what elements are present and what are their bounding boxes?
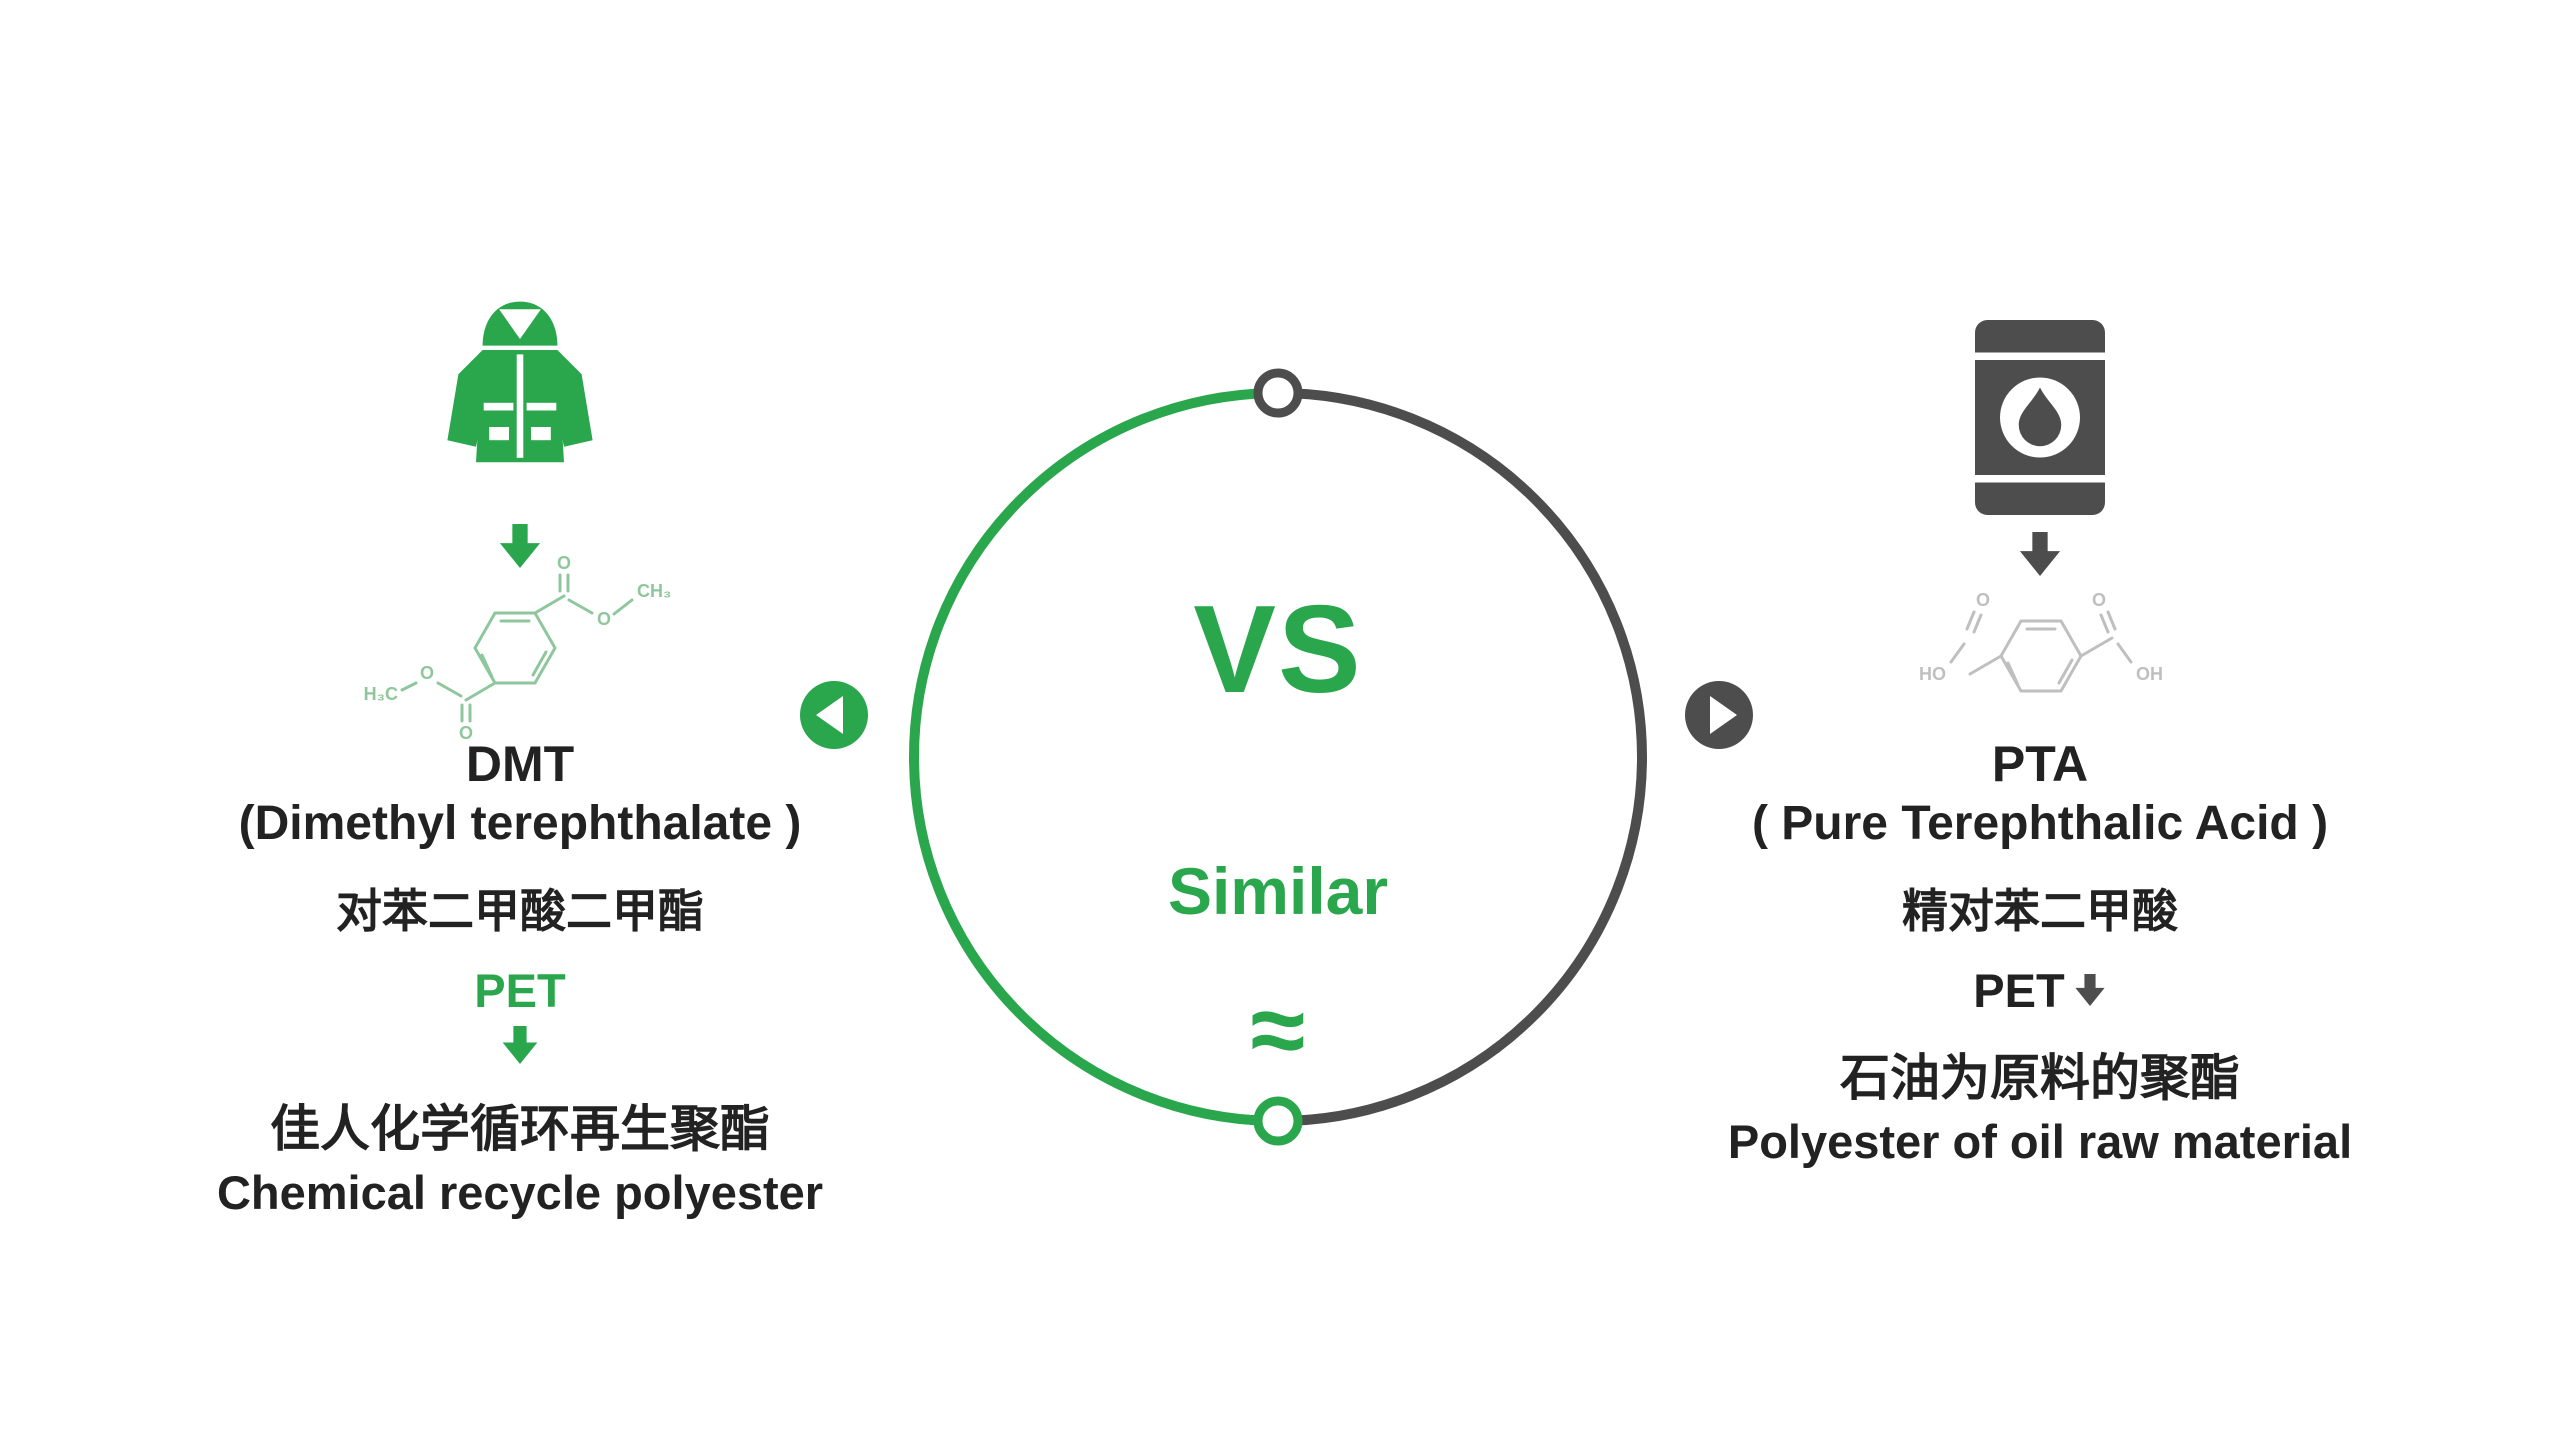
dmt-full-name: (Dimethyl terephthalate ) xyxy=(238,796,802,850)
dmt-product-chinese: 佳人化学循环再生聚酯 xyxy=(270,1100,770,1157)
ring-bottom-node xyxy=(1253,1096,1303,1146)
pta-product-english: Polyester of oil raw material xyxy=(1727,1114,2353,1168)
pta-panel: PTA ( Pure Terephthalic Acid ) 精对苯二甲酸 PE… xyxy=(1650,738,2430,1169)
atom-label-o: O xyxy=(420,663,434,683)
pet-label-left: PET xyxy=(474,963,566,1017)
dmt-panel: DMT (Dimethyl terephthalate ) 对苯二甲酸二甲酯 P… xyxy=(130,738,910,1220)
oil-drop-icon xyxy=(2018,387,2062,447)
prev-button[interactable] xyxy=(797,678,871,752)
pta-molecule: O OH O HO xyxy=(1919,590,2163,693)
pet-row-right: PET xyxy=(1650,963,2430,1018)
oil-barrel-icon xyxy=(1975,320,2105,515)
pta-full-name: ( Pure Terephthalic Acid ) xyxy=(1751,796,2329,850)
ring-top-node xyxy=(1253,368,1303,418)
pta-title: PTA xyxy=(1991,736,2089,792)
atom-label-o: O xyxy=(2092,590,2106,610)
dmt-molecule: O O CH₃ O O H₃C xyxy=(364,553,672,743)
down-arrow-icon xyxy=(499,524,541,568)
similar-label: Similar xyxy=(1167,854,1389,928)
approx-symbol: ≈ xyxy=(1250,974,1306,1086)
atom-label-h3c: H₃C xyxy=(364,684,398,704)
down-arrow-icon xyxy=(502,1025,538,1064)
dmt-product-english: Chemical recycle polyester xyxy=(216,1165,824,1219)
chevron-left-icon xyxy=(816,696,843,734)
dmt-title: DMT xyxy=(465,736,575,792)
jacket-icon xyxy=(447,301,593,463)
atom-label-oh: OH xyxy=(2136,664,2163,684)
atom-label-ho: HO xyxy=(1919,664,1946,684)
down-arrow-icon xyxy=(2019,532,2061,576)
pet-label-right: PET xyxy=(1973,963,2065,1017)
atom-label-o: O xyxy=(597,609,611,629)
atom-label-ch3: CH₃ xyxy=(637,581,671,601)
pta-product-chinese: 石油为原料的聚酯 xyxy=(1840,1049,2240,1106)
chevron-right-icon xyxy=(1710,696,1737,734)
atom-label-o: O xyxy=(1976,590,1990,610)
next-button[interactable] xyxy=(1682,678,1756,752)
vs-label: VS xyxy=(1193,581,1363,719)
dmt-chinese-name: 对苯二甲酸二甲酯 xyxy=(336,884,704,937)
atom-label-o: O xyxy=(459,723,473,743)
pet-arrow-wrap xyxy=(130,1025,910,1069)
down-arrow-icon xyxy=(2075,974,2105,1007)
pta-chinese-name: 精对苯二甲酸 xyxy=(1902,884,2178,937)
atom-label-o: O xyxy=(557,553,571,573)
